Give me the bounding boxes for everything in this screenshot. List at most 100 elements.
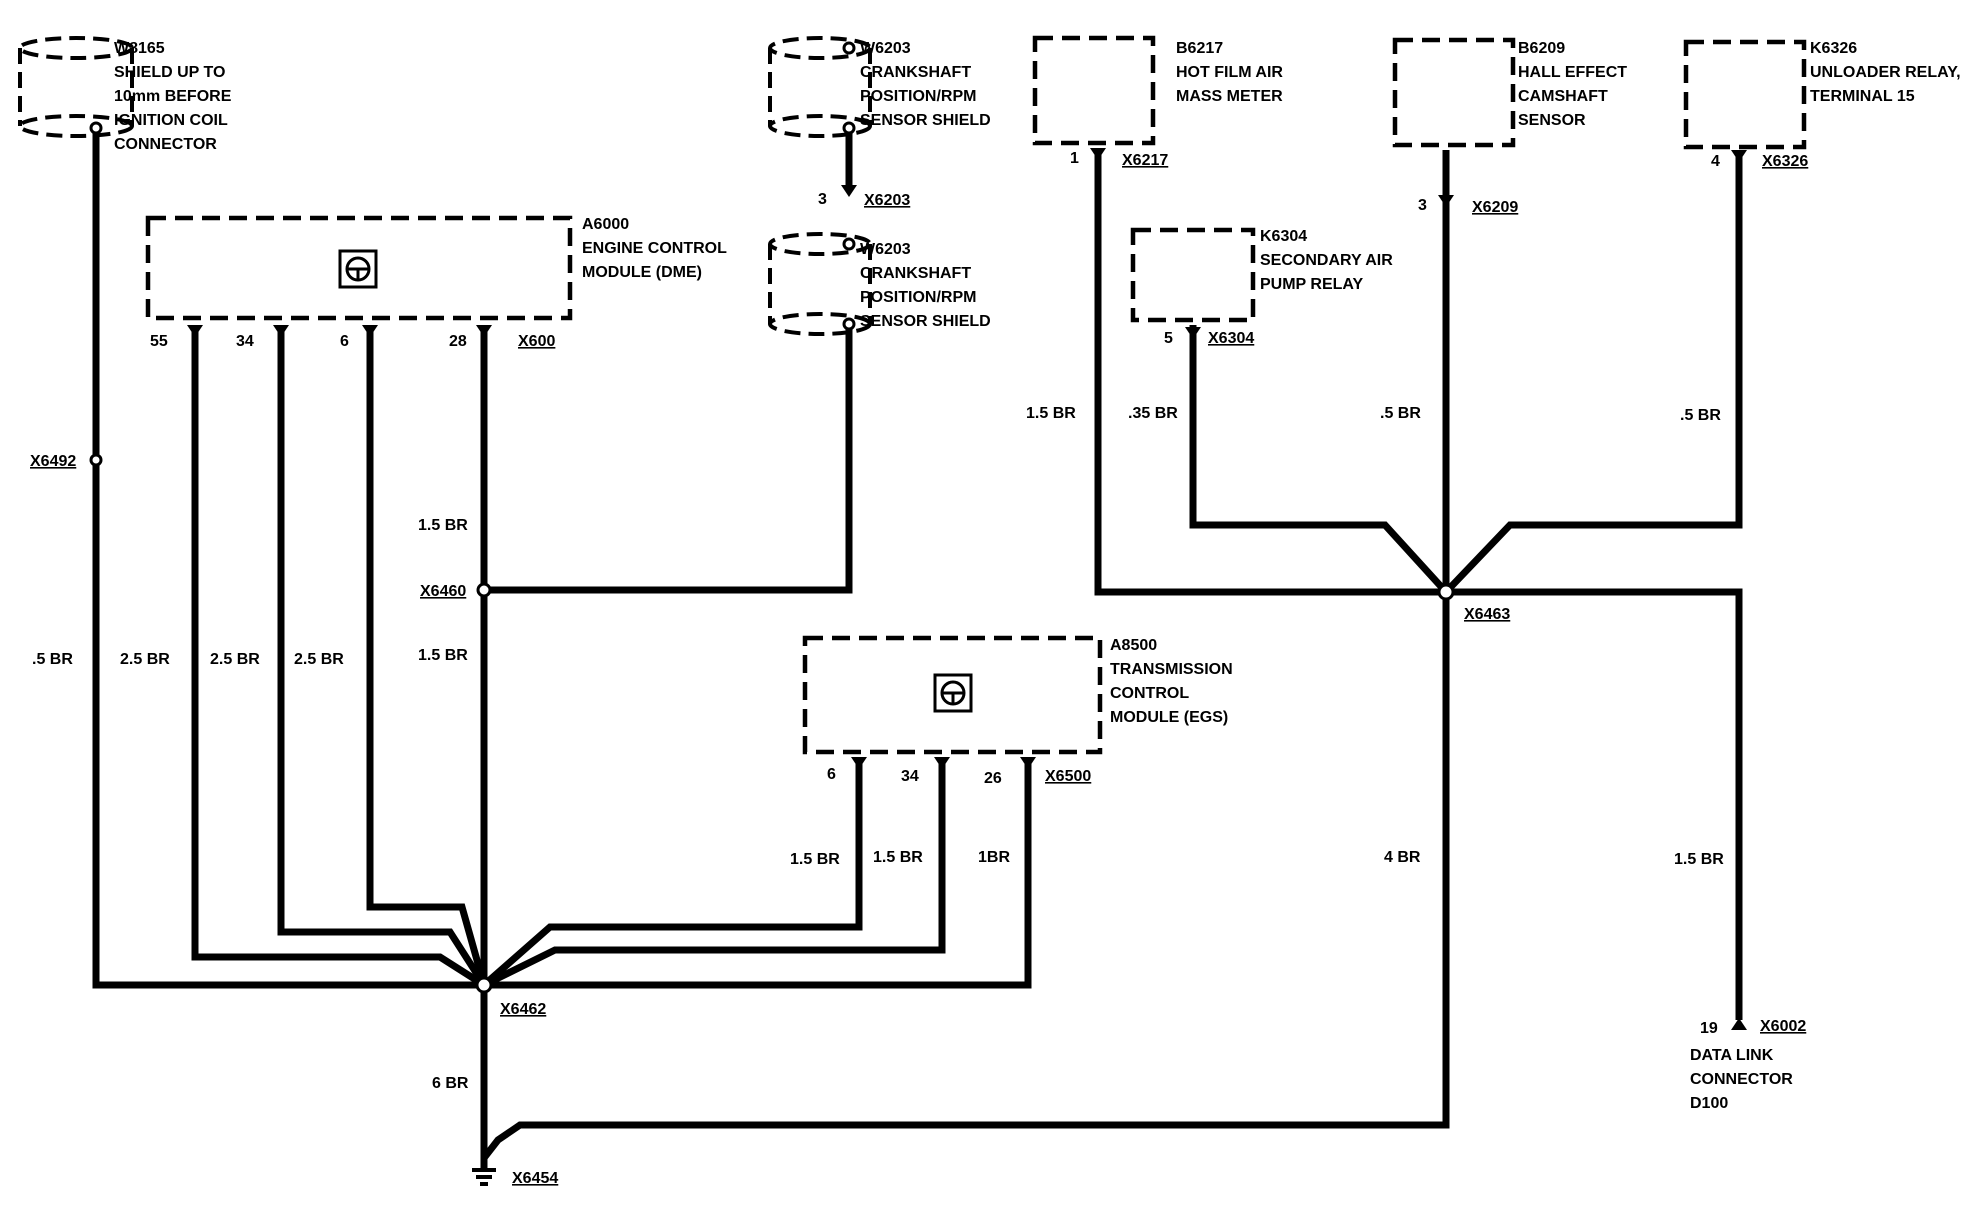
svg-text:HALL EFFECT: HALL EFFECT — [1518, 64, 1627, 81]
label-w6203-bottom: W6203 CRANKSHAFT POSITION/RPM SENSOR SHI… — [860, 241, 991, 330]
splice-label-x6460: X6460 — [420, 583, 466, 600]
splice-w6203-c — [842, 41, 856, 55]
wire-k6326 — [1443, 155, 1743, 595]
wire-label: 6 BR — [432, 1075, 469, 1092]
shield-w6203-bottom-icon — [768, 232, 872, 336]
wire-dme-6 — [366, 325, 488, 986]
wire-b6217 — [1094, 150, 1446, 596]
svg-text:TERMINAL 15: TERMINAL 15 — [1810, 88, 1915, 105]
wire-x6002 — [1446, 588, 1743, 1020]
svg-text:UNLOADER RELAY,: UNLOADER RELAY, — [1810, 64, 1961, 81]
wire-label: .35 BR — [1128, 405, 1178, 422]
wire-label: .5 BR — [1680, 407, 1721, 424]
label-data-link: DATA LINK CONNECTOR D100 — [1690, 1047, 1793, 1112]
svg-text:W6203: W6203 — [860, 241, 911, 258]
label-k6304: K6304 SECONDARY AIR PUMP RELAY — [1260, 228, 1393, 293]
svg-text:SENSOR: SENSOR — [1518, 112, 1586, 129]
connector-label-x6217: X6217 — [1122, 152, 1168, 169]
svg-text:CONNECTOR: CONNECTOR — [114, 136, 217, 153]
wire-dme-34 — [277, 325, 487, 987]
svg-text:CRANKSHAFT: CRANKSHAFT — [860, 64, 971, 81]
component-box-b6209 — [1392, 37, 1516, 148]
svg-text:DATA LINK: DATA LINK — [1690, 1047, 1774, 1064]
svg-text:MASS METER: MASS METER — [1176, 88, 1283, 105]
svg-text:SECONDARY AIR: SECONDARY AIR — [1260, 252, 1393, 269]
pin-label: 26 — [984, 770, 1002, 787]
pin-label: 3 — [1418, 197, 1427, 214]
svg-text:K6326: K6326 — [1810, 40, 1857, 57]
splice-label-x6462: X6462 — [500, 1001, 546, 1018]
label-b6209: B6209 HALL EFFECT CAMSHAFT SENSOR — [1518, 40, 1627, 129]
splice-x6460 — [476, 582, 492, 598]
pin-label: 34 — [236, 333, 254, 350]
label-b6217: B6217 HOT FILM AIR MASS METER — [1176, 40, 1283, 105]
wire-dme-55 — [191, 325, 486, 988]
wire-label: 1.5 BR — [418, 647, 468, 664]
label-a8500: A8500 TRANSMISSION CONTROL MODULE (EGS) — [1110, 637, 1233, 726]
splice-label-x6454: X6454 — [512, 1170, 558, 1187]
svg-text:POSITION/RPM: POSITION/RPM — [860, 88, 976, 105]
svg-text:CAMSHAFT: CAMSHAFT — [1518, 88, 1608, 105]
wire-k6304 — [1189, 325, 1449, 595]
svg-text:IGNITION COIL: IGNITION COIL — [114, 112, 228, 129]
wire-label: 1.5 BR — [1674, 851, 1724, 868]
svg-text:W6203: W6203 — [860, 40, 911, 57]
pin-label: 6 — [340, 333, 349, 350]
wire-label: 2.5 BR — [120, 651, 170, 668]
label-a6000: A6000 ENGINE CONTROL MODULE (DME) — [582, 216, 727, 281]
control-module-icon — [933, 673, 973, 713]
svg-text:CONNECTOR: CONNECTOR — [1690, 1071, 1793, 1088]
connector-label-x6209: X6209 — [1472, 199, 1518, 216]
wire-label: 1.5 BR — [873, 849, 923, 866]
svg-text:B6209: B6209 — [1518, 40, 1565, 57]
wire-egs-26 — [484, 758, 1032, 989]
pin-label: 5 — [1164, 330, 1173, 347]
wire-x6463-ground — [481, 592, 1450, 1161]
label-w6203-top: W6203 CRANKSHAFT POSITION/RPM SENSOR SHI… — [860, 40, 991, 129]
label-w8165: W8165 SHIELD UP TO 10mm BEFORE IGNITION … — [114, 40, 232, 153]
svg-text:SHIELD UP TO: SHIELD UP TO — [114, 64, 225, 81]
pin-label: 4 — [1711, 153, 1720, 170]
wire-label: 2.5 BR — [210, 651, 260, 668]
pin-label: 19 — [1700, 1020, 1718, 1037]
label-k6326: K6326 UNLOADER RELAY, TERMINAL 15 — [1810, 40, 1961, 105]
wire-egs-6 — [481, 758, 863, 988]
pin-label: 6 — [827, 766, 836, 783]
connector-label-x600: X600 — [518, 333, 555, 350]
ground-icon — [472, 1168, 496, 1186]
wire-label: 1.5 BR — [418, 517, 468, 534]
wire-egs-34 — [482, 758, 946, 989]
pin-label: 55 — [150, 333, 168, 350]
splice-w6203-a — [842, 237, 856, 251]
svg-text:A6000: A6000 — [582, 216, 629, 233]
svg-text:HOT FILM AIR: HOT FILM AIR — [1176, 64, 1283, 81]
component-box-a8500 — [802, 635, 1103, 755]
connector-label-x6500: X6500 — [1045, 768, 1091, 785]
svg-text:A8500: A8500 — [1110, 637, 1157, 654]
svg-text:W8165: W8165 — [114, 40, 165, 57]
splice-w6203-top — [842, 121, 856, 135]
wire-label: .5 BR — [1380, 405, 1421, 422]
component-box-a6000 — [145, 215, 573, 321]
component-box-k6326 — [1683, 39, 1807, 150]
svg-text:CONTROL: CONTROL — [1110, 685, 1189, 702]
wire-label: .5 BR — [32, 651, 73, 668]
wire-x6460-w6203 — [484, 324, 853, 594]
svg-text:CRANKSHAFT: CRANKSHAFT — [860, 265, 971, 282]
svg-text:K6304: K6304 — [1260, 228, 1307, 245]
splice-w6203-b — [842, 317, 856, 331]
splice-x6462 — [475, 976, 493, 994]
svg-text:SENSOR SHIELD: SENSOR SHIELD — [860, 313, 991, 330]
component-box-b6217 — [1032, 35, 1156, 146]
svg-text:B6217: B6217 — [1176, 40, 1223, 57]
control-module-icon — [338, 249, 378, 289]
wire-label: 1.5 BR — [1026, 405, 1076, 422]
shield-w8165-icon — [18, 36, 134, 138]
connector-label-x6326: X6326 — [1762, 153, 1808, 170]
splice-x6463 — [1437, 583, 1455, 601]
wire-label: 4 BR — [1384, 849, 1421, 866]
svg-text:SENSOR SHIELD: SENSOR SHIELD — [860, 112, 991, 129]
component-box-k6304 — [1130, 227, 1256, 323]
wire-w8165 — [92, 128, 484, 989]
connector-label-x6002: X6002 — [1760, 1018, 1806, 1035]
